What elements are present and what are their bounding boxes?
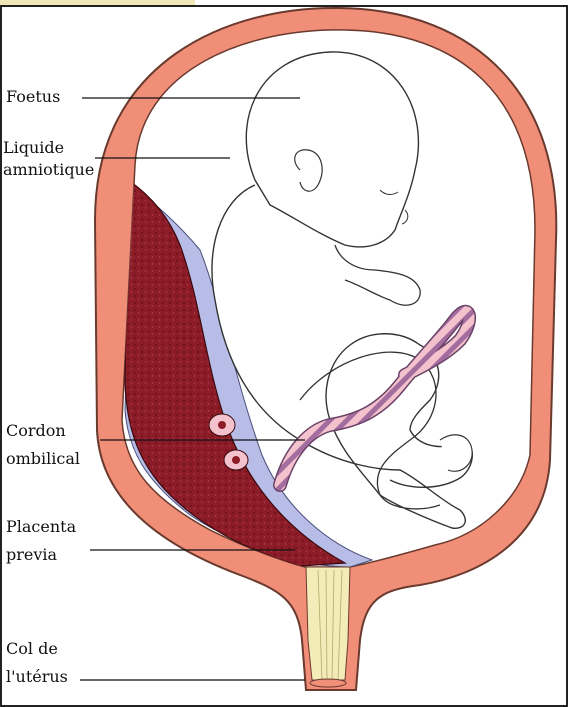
label-col-line2: l'utérus [6, 666, 68, 688]
label-liquide-line2: amniotique [3, 159, 94, 181]
label-liquide-line1: Liquide [3, 137, 64, 159]
label-placenta-line1: Placenta [6, 516, 76, 538]
label-placenta-line2: previa [6, 544, 57, 566]
cervix [306, 567, 350, 680]
label-cordon-line2: ombilical [6, 448, 80, 470]
label-cordon-line1: Cordon [6, 420, 66, 442]
label-col-line1: Col de [6, 638, 58, 660]
label-foetus: Foetus [6, 86, 60, 108]
